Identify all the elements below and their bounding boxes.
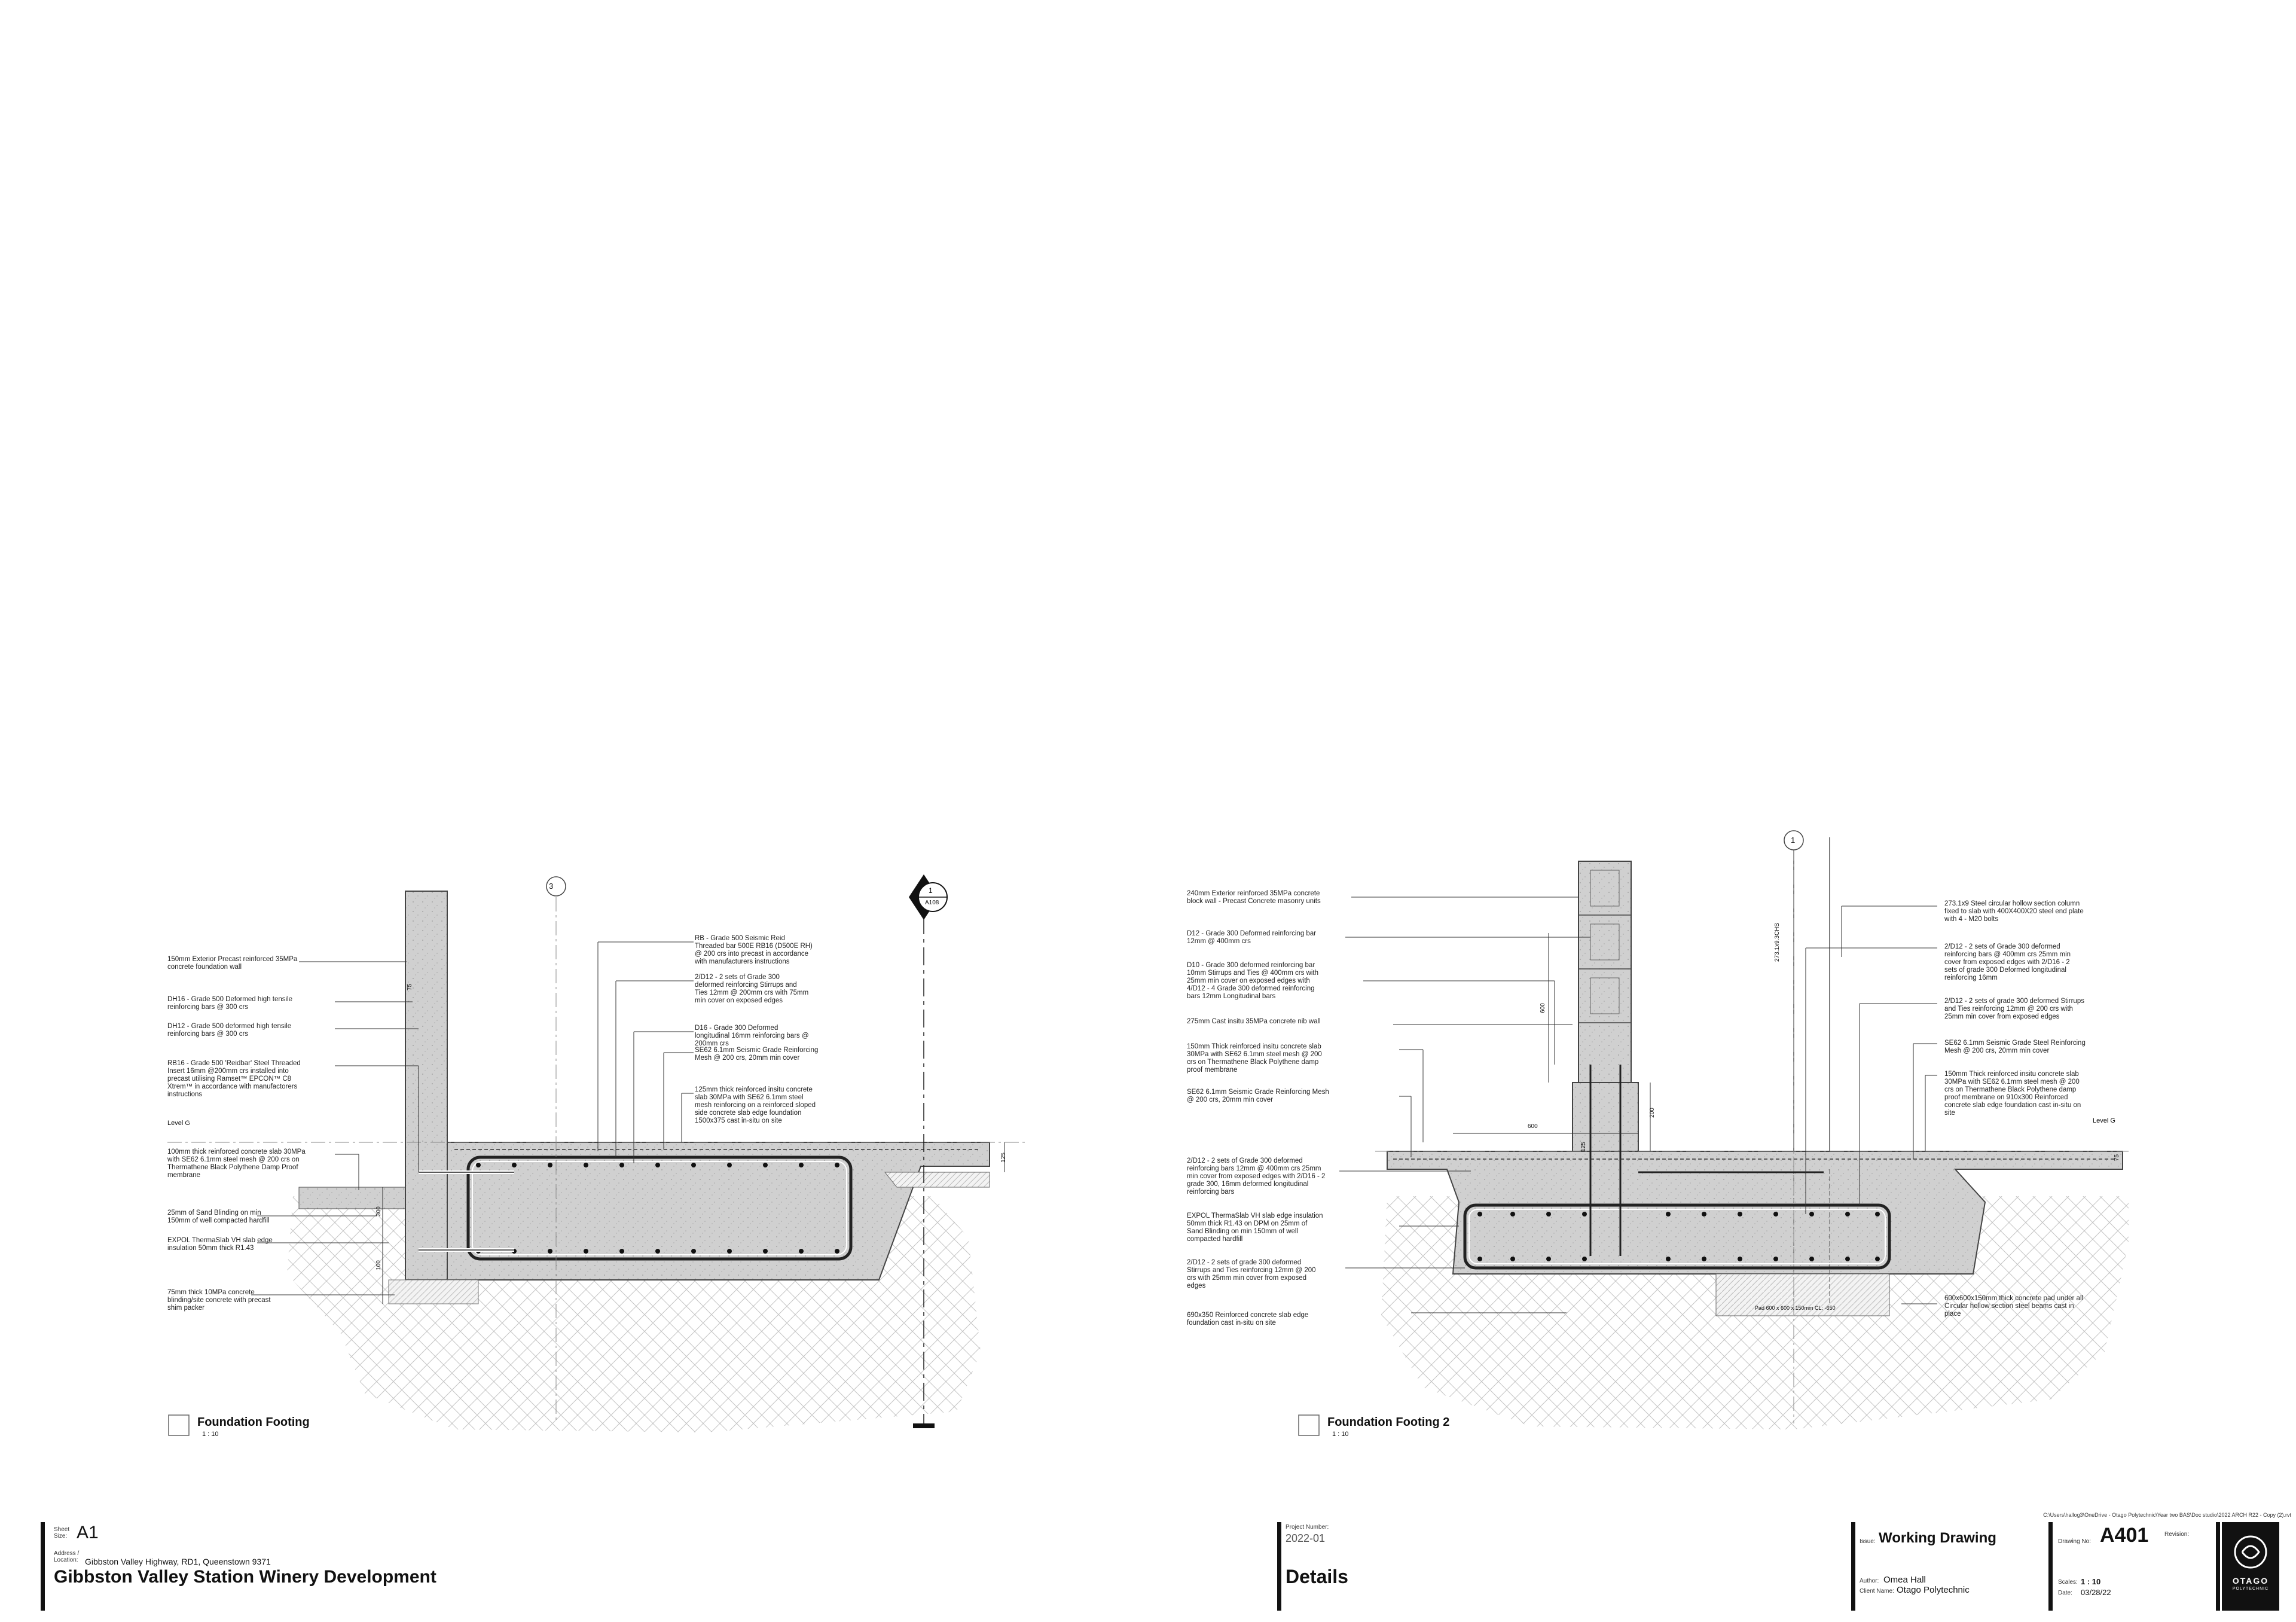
level-label-2: Level G: [2093, 1117, 2115, 1124]
d1-note-expol: EXPOL ThermaSlab VH slab edge insulation…: [167, 1237, 273, 1252]
detail-1-scale: 1 : 10: [202, 1431, 219, 1438]
client-label: Client Name:: [1860, 1588, 1894, 1594]
drawing-no: A401: [2100, 1524, 2149, 1547]
detail-1-graphics: [167, 874, 1028, 1432]
author-label: Author:: [1860, 1578, 1879, 1584]
section-tag-sheet: A108: [925, 900, 939, 906]
level-label: Level G: [167, 1120, 190, 1127]
detail-2-title: Foundation Footing 2: [1327, 1416, 1450, 1429]
scales-label: Scales:: [2058, 1579, 2078, 1586]
d2-note-stirrups: 2/D12 - 2 sets of grade 300 deformed Sti…: [1187, 1259, 1316, 1289]
d2-note-mesh: SE62 6.1mm Seismic Grade Reinforcing Mes…: [1187, 1089, 1329, 1103]
project-title: Gibbston Valley Station Winery Developme…: [54, 1567, 436, 1587]
client: Otago Polytechnic: [1897, 1585, 1970, 1595]
author: Omea Hall: [1883, 1575, 1926, 1585]
d1-note-dh12: DH12 - Grade 500 deformed high tensile r…: [167, 1023, 292, 1038]
dim-300: 300: [375, 1206, 382, 1216]
d1-note-mesh: SE62 6.1mm Seismic Grade Reinforcing Mes…: [695, 1047, 819, 1062]
scale-value: 1 : 10: [2081, 1577, 2101, 1586]
d2-note-pad: 600x600x150mm thick concrete pad under a…: [1944, 1295, 2084, 1318]
detail-2-graphics: [1339, 830, 2129, 1429]
column-label: 273.1x9.3CHS: [1774, 922, 1781, 962]
dim-125: 125: [1000, 1153, 1007, 1163]
grid-label-1: 1: [1791, 836, 1796, 844]
sheet-title: Details: [1286, 1566, 1348, 1587]
dim-75: 75: [407, 983, 414, 991]
detail-1-title: Foundation Footing: [197, 1416, 310, 1429]
dim-75-2: 75: [2114, 1154, 2121, 1161]
slab-footing-2: [1387, 1151, 2123, 1275]
dim-100: 100: [375, 1260, 382, 1270]
d2-note-bars: 2/D12 - 2 sets of Grade 300 deformed rei…: [1187, 1157, 1326, 1196]
d2-note-nib: 275mm Cast insitu 35MPa concrete nib wal…: [1187, 1018, 1321, 1025]
d2-note-bars-r: 2/D12 - 2 sets of Grade 300 deformed rei…: [1944, 943, 2071, 981]
drawing-no-label: Drawing No:: [2058, 1538, 2092, 1545]
title-block-graphics: [41, 1414, 2220, 1611]
dim-125-2: 125: [1580, 1142, 1587, 1152]
issue: Working Drawing: [1879, 1530, 1996, 1546]
d2-note-blockwall: 240mm Exterior reinforced 35MPa concrete…: [1187, 890, 1321, 905]
logo-mark-icon: [2234, 1535, 2267, 1569]
d1-note-slab: 100mm thick reinforced concrete slab 30M…: [167, 1148, 306, 1179]
issue-label: Issue:: [1860, 1538, 1876, 1545]
precast-wall: [405, 891, 448, 1280]
dim-200: 200: [1648, 1108, 1656, 1118]
d2-note-edge: 690x350 Reinforced concrete slab edge fo…: [1187, 1312, 1309, 1327]
d1-note-slab125: 125mm thick reinforced insitu concrete s…: [695, 1086, 816, 1124]
d2-note-stirrups-r: 2/D12 - 2 sets of grade 300 deformed Sti…: [1944, 998, 2084, 1020]
d1-note-rb: RB - Grade 500 Seismic Reid Threaded bar…: [695, 935, 813, 965]
d2-note-d12: D12 - Grade 300 Deformed reinforcing bar…: [1187, 930, 1317, 945]
d1-note-dh16: DH16 - Grade 500 Deformed high tensile r…: [167, 996, 293, 1011]
sheet-size-label: Sheet Size:: [54, 1526, 70, 1539]
date-label: Date:: [2058, 1590, 2072, 1596]
concrete-pad: [1715, 1273, 1890, 1316]
project-number: 2022-01: [1286, 1532, 1326, 1544]
d1-note-stirrups: 2/D12 - 2 sets of Grade 300 deformed rei…: [695, 974, 809, 1004]
address-label: Address / Location:: [54, 1550, 80, 1563]
dim-600-h: 600: [1528, 1123, 1538, 1130]
d2-note-slab150: 150mm Thick reinforced insitu concrete s…: [1187, 1043, 1322, 1074]
pad-label: Pad 600 x 600 x 150mm CL: -650: [1755, 1305, 1836, 1311]
d1-note-wall: 150mm Exterior Precast reinforced 35MPa …: [167, 956, 298, 971]
project-number-label: Project Number:: [1286, 1524, 1329, 1530]
date-value: 03/28/22: [2081, 1588, 2111, 1597]
block-wall: [1578, 861, 1632, 1083]
d1-note-sand: 25mm of Sand Blinding on min 150mm of we…: [167, 1209, 270, 1224]
d2-note-mesh-r: SE62 6.1mm Seismic Grade Steel Reinforci…: [1944, 1039, 2086, 1054]
file-path: C:\Users\hallog3\OneDrive - Otago Polyte…: [2043, 1512, 2291, 1518]
grid-label-3: 3: [549, 882, 554, 891]
revision-label: Revision:: [2164, 1531, 2190, 1538]
d2-note-slab-r: 150mm Thick reinforced insitu concrete s…: [1944, 1071, 2081, 1117]
sheet-size: A1: [77, 1523, 99, 1542]
logo-text: OTAGO: [2232, 1576, 2269, 1586]
d2-note-expol: EXPOL ThermaSlab VH slab edge insulation…: [1187, 1212, 1323, 1243]
address: Gibbston Valley Highway, RD1, Queenstown…: [85, 1557, 271, 1566]
detail-2-scale: 1 : 10: [1332, 1431, 1349, 1438]
dim-600-v: 600: [1539, 1003, 1546, 1013]
d1-note-rb16: RB16 - Grade 500 'Reidbar' Steel Threade…: [167, 1060, 301, 1098]
d1-note-d16: D16 - Grade 300 Deformed longitudinal 16…: [695, 1025, 809, 1047]
section-tag-number: 1: [929, 886, 933, 895]
d2-note-d10: D10 - Grade 300 deformed reinforcing bar…: [1187, 962, 1319, 1000]
d2-note-column: 273.1x9 Steel circular hollow section co…: [1944, 900, 2084, 923]
otago-logo: OTAGO POLYTECHNIC: [2222, 1522, 2279, 1611]
logo-sub: POLYTECHNIC: [2232, 1587, 2269, 1591]
d1-note-blinding: 75mm thick 10MPa concrete blinding/site …: [167, 1289, 271, 1312]
